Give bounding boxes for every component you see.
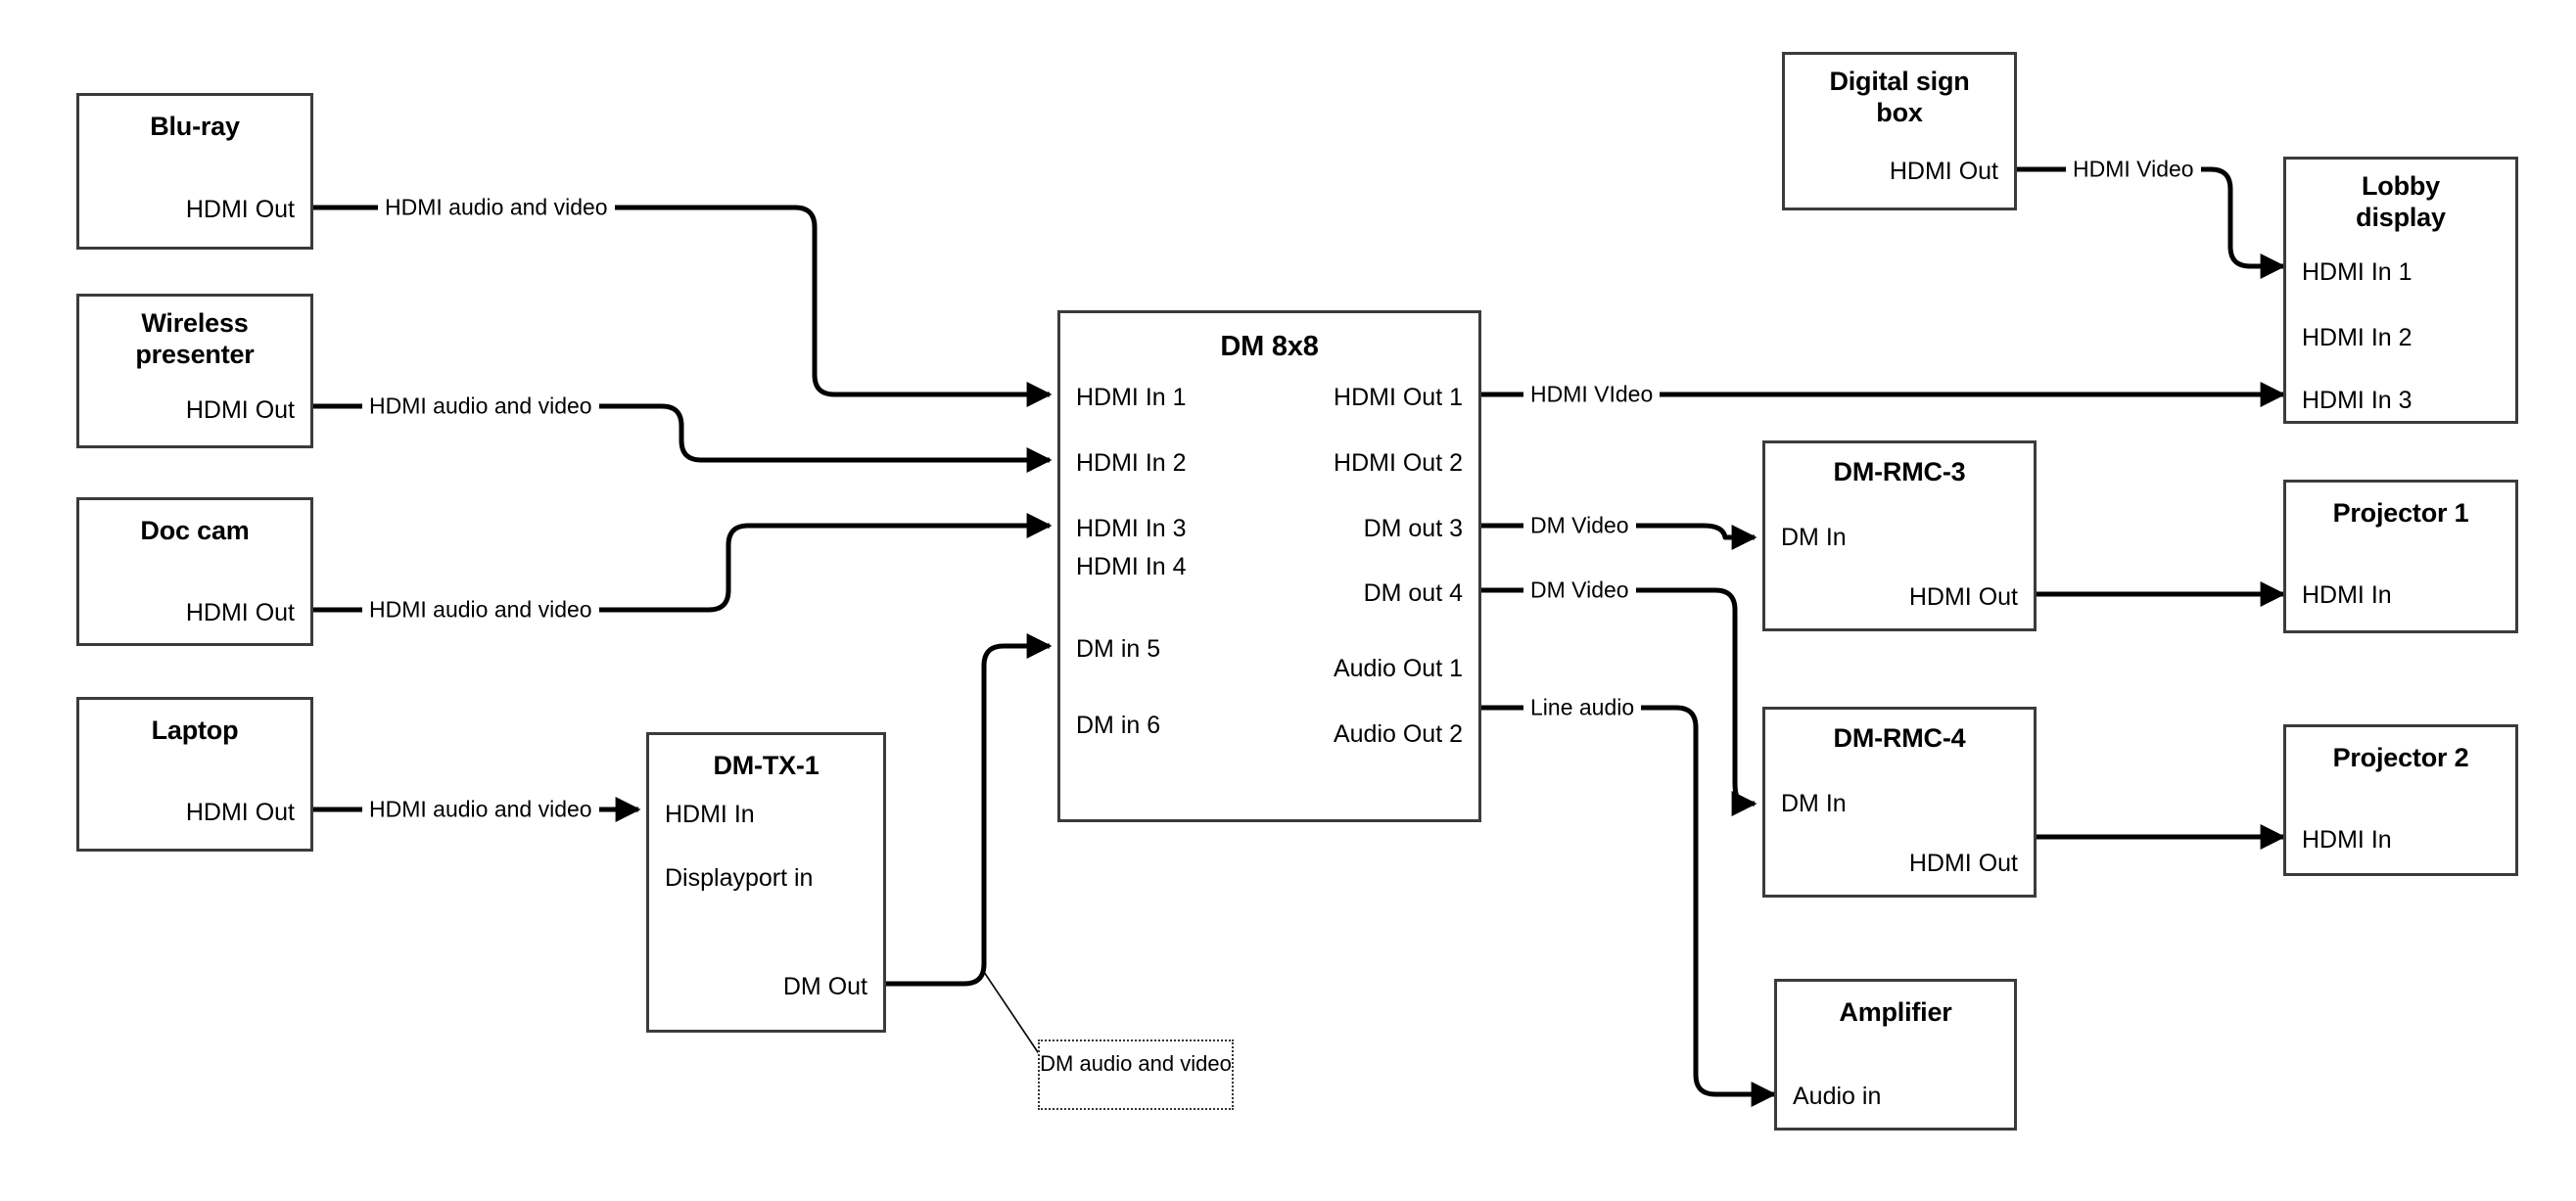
device-projector-1[interactable]: Projector 1 HDMI In (2283, 480, 2518, 633)
device-laptop-title: Laptop (151, 716, 239, 745)
wire-dm8x8-to-amplifier (1481, 705, 1777, 1107)
wire-bluray-to-dm8x8 (313, 205, 1053, 407)
device-bluray-title: Blu-ray (150, 112, 240, 141)
device-bluray[interactable]: Blu-ray HDMI Out (76, 93, 313, 250)
device-lobby-display-input-hdmi-in-1: HDMI In 1 (2302, 258, 2412, 286)
device-dm-8x8-output-dm-out-3: DM out 3 (1363, 515, 1463, 542)
edge-label-laptop-to-dmtx1: HDMI audio and video (362, 798, 599, 821)
device-lobby-title-line1: Lobby (2362, 171, 2440, 201)
device-wireless-presenter-title: Wireless presenter (79, 308, 310, 371)
device-amplifier[interactable]: Amplifier Audio in (1774, 979, 2017, 1131)
device-lobby-display-title: Lobby display (2286, 171, 2515, 234)
device-dm-8x8[interactable]: DM 8x8 HDMI In 1 HDMI In 2 HDMI In 3 HDM… (1057, 310, 1481, 822)
device-dm-rmc-3-title: DM-RMC-3 (1833, 457, 1966, 486)
device-wireless-presenter-port-hdmi-out: HDMI Out (185, 396, 295, 424)
callout-leader-line (981, 968, 1041, 1056)
device-wireless-presenter[interactable]: Wireless presenter HDMI Out (76, 294, 313, 448)
device-dm-tx-1-port-displayport-in: Displayport in (665, 864, 814, 892)
device-dm-rmc-4-title: DM-RMC-4 (1833, 723, 1966, 753)
device-wireless-title-line2: presenter (135, 339, 255, 369)
device-lobby-title-line2: display (2356, 202, 2446, 232)
callout-dm-audio-and-video: DM audio and video (1038, 1039, 1234, 1110)
device-dm-8x8-title: DM 8x8 (1220, 331, 1319, 362)
device-lobby-display[interactable]: Lobby display HDMI In 1 HDMI In 2 HDMI I… (2283, 157, 2518, 424)
device-dm-tx-1-title: DM-TX-1 (713, 751, 820, 780)
edge-label-dm8x8-to-rmc3: DM Video (1523, 514, 1636, 537)
device-dm-tx-1[interactable]: DM-TX-1 HDMI In Displayport in DM Out (646, 732, 886, 1033)
device-dm-tx-1-port-dm-out: DM Out (782, 973, 867, 1000)
edge-label-dm8x8-to-rmc4: DM Video (1523, 578, 1636, 602)
device-laptop[interactable]: Laptop HDMI Out (76, 697, 313, 852)
device-digital-sign-box[interactable]: Digital sign box HDMI Out (1782, 52, 2017, 210)
edge-label-doccam-to-dm8x8: HDMI audio and video (362, 598, 599, 622)
device-amplifier-port-audio-in: Audio in (1793, 1083, 1882, 1110)
device-doc-cam-port-hdmi-out: HDMI Out (185, 599, 295, 626)
device-dm-8x8-input-hdmi-in-1: HDMI In 1 (1076, 384, 1187, 411)
device-bluray-port-hdmi-out: HDMI Out (185, 196, 295, 223)
device-lobby-display-input-hdmi-in-3: HDMI In 3 (2302, 387, 2412, 414)
wire-dmtx1-to-dm8x8 (886, 633, 1053, 987)
device-doc-cam-title: Doc cam (140, 516, 250, 545)
device-dm-8x8-output-hdmi-out-1: HDMI Out 1 (1334, 384, 1463, 411)
device-dm-rmc-3[interactable]: DM-RMC-3 DM In HDMI Out (1762, 440, 2037, 631)
device-projector-1-title: Projector 1 (2332, 498, 2469, 528)
edge-label-bluray-to-dm8x8: HDMI audio and video (378, 196, 615, 219)
device-projector-2-title: Projector 2 (2332, 743, 2469, 772)
device-dm-rmc-4-port-hdmi-out: HDMI Out (1908, 850, 2018, 877)
device-wireless-title-line1: Wireless (141, 308, 249, 338)
device-dm-tx-1-port-hdmi-in: HDMI In (665, 801, 755, 828)
callout-text: DM audio and video (1040, 1051, 1232, 1076)
device-projector-2[interactable]: Projector 2 HDMI In (2283, 724, 2518, 876)
edge-label-dm8x8-to-amplifier: Line audio (1523, 696, 1642, 719)
device-digital-sign-box-port-hdmi-out: HDMI Out (1889, 158, 1998, 185)
device-dm-8x8-output-hdmi-out-2: HDMI Out 2 (1334, 449, 1463, 477)
device-laptop-port-hdmi-out: HDMI Out (185, 799, 295, 826)
edge-label-wireless-to-dm8x8: HDMI audio and video (362, 394, 599, 418)
device-dm-rmc-4-port-dm-in: DM In (1781, 790, 1847, 817)
device-dm-8x8-output-audio-out-1: Audio Out 1 (1333, 655, 1463, 682)
device-projector-1-port-hdmi-in: HDMI In (2302, 581, 2392, 609)
device-signbox-title-line2: box (1876, 97, 1923, 127)
device-amplifier-title: Amplifier (1839, 997, 1952, 1027)
edge-label-dm8x8-to-lobby: HDMI VIdeo (1523, 383, 1661, 406)
device-dm-rmc-3-port-hdmi-out: HDMI Out (1908, 583, 2018, 611)
device-lobby-display-input-hdmi-in-2: HDMI In 2 (2302, 324, 2412, 351)
device-digital-sign-box-title: Digital sign box (1785, 67, 2014, 129)
device-dm-8x8-output-dm-out-4: DM out 4 (1363, 579, 1463, 607)
device-dm-8x8-input-hdmi-in-4: HDMI In 4 (1076, 553, 1187, 580)
device-dm-8x8-input-dm-in-5: DM in 5 (1076, 635, 1161, 663)
device-dm-8x8-input-hdmi-in-3: HDMI In 3 (1076, 515, 1187, 542)
device-dm-8x8-input-dm-in-6: DM in 6 (1076, 712, 1161, 739)
device-doc-cam[interactable]: Doc cam HDMI Out (76, 497, 313, 646)
device-dm-8x8-output-audio-out-2: Audio Out 2 (1333, 720, 1463, 748)
device-dm-8x8-input-hdmi-in-2: HDMI In 2 (1076, 449, 1187, 477)
device-dm-rmc-3-port-dm-in: DM In (1781, 524, 1847, 551)
device-dm-rmc-4[interactable]: DM-RMC-4 DM In HDMI Out (1762, 707, 2037, 898)
device-projector-2-port-hdmi-in: HDMI In (2302, 826, 2392, 854)
edge-label-signbox-to-lobby: HDMI Video (2066, 158, 2201, 181)
device-signbox-title-line1: Digital sign (1829, 67, 1970, 96)
wire-signbox-to-lobby (2017, 166, 2286, 279)
